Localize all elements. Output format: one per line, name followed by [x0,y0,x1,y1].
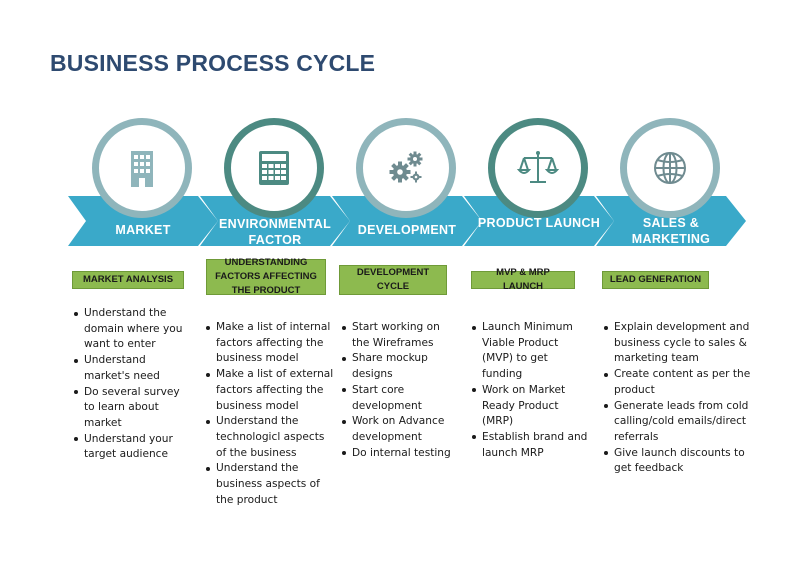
stage-tag: MVP & MRP LAUNCH [471,267,575,292]
chevron-arrow [464,196,614,246]
building-icon [131,151,153,187]
list-item: Establish brand and launch MRP [472,430,590,461]
stage-label: DEVELOPMENT [357,223,457,237]
chevron-arrow [200,196,350,246]
bullet-list-environmental: Make a list of internal factors affectin… [206,320,334,508]
stage-sales-marketing: SALES & MARKETING [596,118,746,258]
stage-circle [620,118,720,218]
page-title: BUSINESS PROCESS CYCLE [50,50,376,76]
bullet-list-product-launch: Launch Minimum Viable Product (MVP) to g… [472,320,590,461]
list-item: Generate leads from cold calling/cold em… [604,399,754,446]
globe-icon [654,152,686,184]
list-item: Do internal testing [342,446,460,462]
stage-tag: DEVELOPMENT CYCLE [339,265,447,295]
list-item: Understand your target audience [74,432,192,463]
list-item: Work on Advance development [342,414,460,445]
stage-product-launch: PRODUCT LAUNCH [464,118,614,258]
stage-circle [356,118,456,218]
bullet-list-market: Understand the domain where you want to … [74,306,192,463]
stage-environmental-factor: ENVIRONMENTAL FACTOR [200,118,350,258]
list-item: Understand market's need [74,353,192,384]
stage-label: ENVIRONMENTAL FACTOR [219,217,331,247]
list-item: Give launch discounts to get feedback [604,446,754,477]
stage-label: PRODUCT LAUNCH [477,216,601,230]
calculator-icon [259,151,289,185]
scales-icon [516,151,560,183]
list-item: Work on Market Ready Product (MRP) [472,383,590,430]
list-item: Explain development and business cycle t… [604,320,754,367]
list-item: Share mockup designs [342,351,460,382]
chevron-arrow [332,196,482,246]
list-item: Start working on the Wireframes [342,320,460,351]
bullet-list-development: Start working on the Wireframes Share mo… [342,320,460,461]
list-item: Make a list of internal factors affectin… [206,320,334,367]
stage-tag: LEAD GENERATION [602,271,709,289]
stage-market: MARKET [68,118,218,258]
gears-icon [389,151,423,183]
stage-label: SALES & MARKETING [631,216,711,246]
stage-tag: MARKET ANALYSIS [72,271,184,289]
list-item: Create content as per the product [604,367,754,398]
list-item: Start core development [342,383,460,414]
stage-circle [224,118,324,218]
list-item: Do several survey to learn about market [74,385,192,432]
stage-circle [92,118,192,218]
bullet-list-sales-marketing: Explain development and business cycle t… [604,320,754,477]
stage-label: MARKET [115,223,171,237]
list-item: Understand the domain where you want to … [74,306,192,353]
list-item: Understand the technologicl aspects of t… [206,414,334,461]
list-item: Understand the business aspects of the p… [206,461,334,508]
stage-tag: UNDERSTANDING FACTORS AFFECTING THE PROD… [206,257,326,296]
chevron-arrow [596,196,746,246]
list-item: Make a list of external factors affectin… [206,367,334,414]
stage-circle [488,118,588,218]
stage-development: DEVELOPMENT [332,118,482,258]
chevron-arrow [68,196,218,246]
list-item: Launch Minimum Viable Product (MVP) to g… [472,320,590,383]
